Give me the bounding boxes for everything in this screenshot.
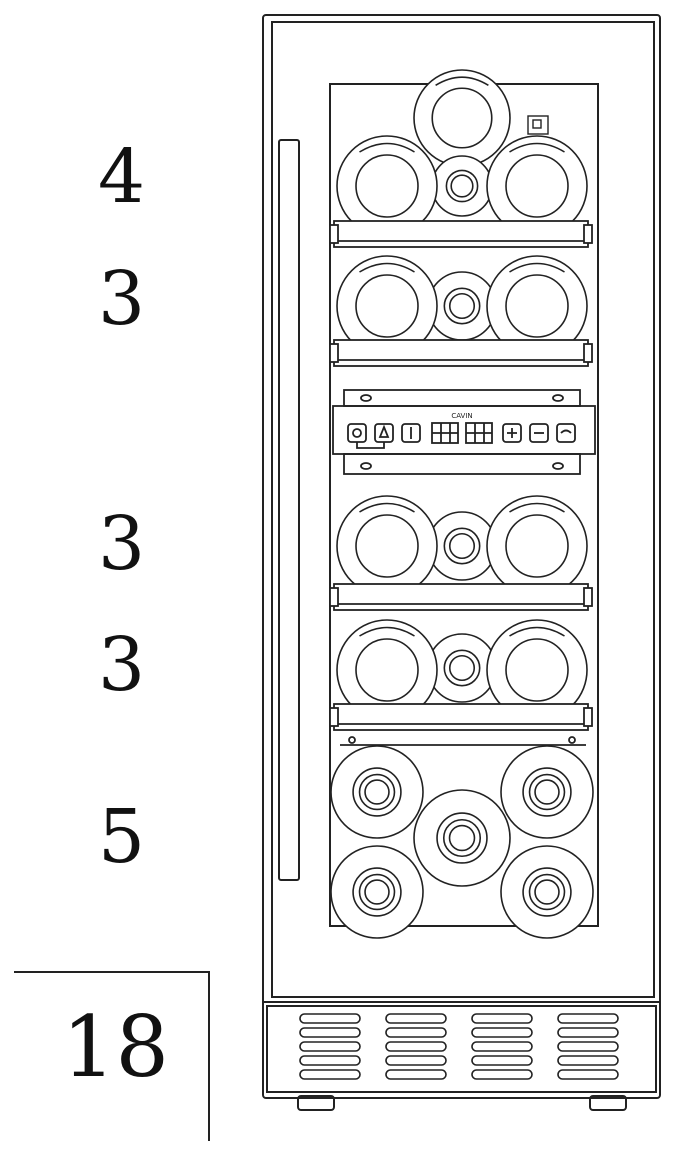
foot-left — [297, 1095, 335, 1111]
shelf-rail — [329, 220, 593, 248]
bottle-icon — [330, 745, 424, 839]
shelf-5-bottle-count: 5 — [98, 794, 146, 880]
bottle-icon — [336, 619, 438, 721]
vent-slot — [557, 1013, 619, 1024]
vent-slot — [471, 1069, 533, 1080]
vent-slot — [557, 1055, 619, 1066]
shelf-rail — [329, 703, 593, 731]
vent-slot — [385, 1027, 447, 1038]
bottle-icon — [427, 633, 497, 703]
zone-button-icon — [401, 423, 421, 443]
panel-screw-icon — [360, 394, 372, 402]
sensor-icon — [527, 115, 549, 135]
bottle-icon — [330, 845, 424, 939]
minus-button-icon — [529, 423, 549, 443]
shelf-3-bottle-count: 3 — [98, 501, 146, 587]
bottle-icon — [431, 155, 493, 217]
bottle-icon — [500, 745, 594, 839]
shelf-2-bottle-count: 3 — [98, 256, 146, 342]
panel-screw-icon — [360, 462, 372, 470]
shelf-rail — [329, 583, 593, 611]
bottle-icon — [500, 845, 594, 939]
plus-button-icon — [502, 423, 522, 443]
panel-screw-icon — [552, 394, 564, 402]
total-box — [14, 971, 210, 1141]
vent-slot — [385, 1013, 447, 1024]
shelf-4-bottle-count: 3 — [98, 622, 146, 708]
bottom-rack-bar — [340, 736, 586, 746]
bottle-icon — [486, 135, 588, 237]
vent-slot — [385, 1041, 447, 1052]
bottle-icon — [486, 495, 588, 597]
bottle-icon — [336, 495, 438, 597]
vent-slot — [471, 1041, 533, 1052]
door-handle — [278, 139, 300, 881]
control-panel: CAVIN — [332, 389, 596, 475]
bottles — [330, 69, 594, 939]
vent-slot — [299, 1055, 361, 1066]
bottle-icon — [486, 619, 588, 721]
shelf-rail — [329, 339, 593, 367]
foot-right — [589, 1095, 627, 1111]
bottle-icon — [413, 789, 511, 887]
vent-slot — [557, 1027, 619, 1038]
vent-slot — [385, 1055, 447, 1066]
bottle-icon — [486, 255, 588, 357]
lock-button-icon — [556, 423, 576, 443]
vent-slot — [557, 1041, 619, 1052]
vent-slot — [299, 1069, 361, 1080]
vent-slot — [557, 1069, 619, 1080]
shelf-rails — [329, 220, 593, 746]
total-bottle-count: 18 — [62, 998, 169, 1096]
vent-slot — [471, 1055, 533, 1066]
vent-slot — [299, 1027, 361, 1038]
bottle-icon — [427, 271, 497, 341]
kick-plate — [266, 1005, 657, 1093]
vent-slot — [471, 1013, 533, 1024]
bottle-icon — [413, 69, 511, 167]
panel-top-plate — [343, 389, 581, 407]
bottle-icon — [336, 255, 438, 357]
panel-bottom-plate — [343, 453, 581, 475]
cabinet-inner-frame — [271, 21, 655, 998]
vent-slot — [299, 1013, 361, 1024]
panel-screw-icon — [552, 462, 564, 470]
cabinet — [262, 14, 661, 1111]
power-button-icon — [347, 423, 367, 443]
vent-grille — [299, 1013, 619, 1080]
vent-slot — [299, 1041, 361, 1052]
panel-brand: CAVIN — [451, 412, 472, 420]
shelf-1-bottle-count: 4 — [98, 134, 146, 220]
vent-slot — [471, 1027, 533, 1038]
cabinet-outer — [262, 14, 661, 1099]
bottle-icon — [427, 511, 497, 581]
vent-slot — [385, 1069, 447, 1080]
